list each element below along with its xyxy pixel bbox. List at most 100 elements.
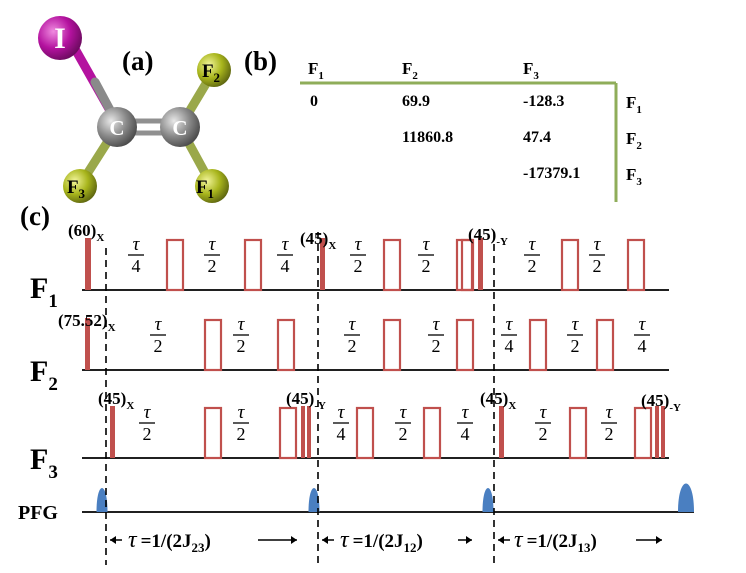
gradient-pulse — [308, 488, 320, 512]
pulse-angle-label: (75.52)X — [58, 311, 116, 334]
pi-pulse — [460, 238, 474, 292]
delay-fraction: τ2τ/2 — [204, 234, 220, 276]
delay-fraction: τ4τ/4 — [128, 234, 144, 276]
delay-numerator: τ — [144, 402, 152, 423]
delay-denominator: 2 — [528, 256, 537, 276]
pulse-angle-label: (45)-Y — [286, 389, 326, 412]
pulse-angle-label: (45)X — [300, 229, 336, 252]
delay-fraction: τ4τ/4 — [501, 314, 517, 356]
table-cell: 47.4 — [523, 129, 551, 146]
arrow-left-head — [498, 536, 504, 544]
channel-label: F1 — [30, 272, 58, 312]
arrow-right-head — [291, 536, 297, 544]
pi-pulse — [422, 406, 442, 460]
delay-numerator: τ — [338, 402, 346, 423]
delay-denominator: 2 — [432, 336, 441, 356]
table-cell: -128.3 — [523, 93, 564, 110]
pi-pulse — [560, 238, 580, 292]
rotation-pulse — [655, 406, 659, 458]
delay-fraction: τ2τ/2 — [233, 314, 249, 356]
delay-denominator: 2 — [154, 336, 163, 356]
table-cell: 69.9 — [402, 93, 430, 110]
delay-numerator: τ — [639, 314, 647, 335]
rotation-pulse — [110, 406, 115, 458]
pi-pulse — [455, 238, 475, 292]
pi-pulse — [243, 238, 263, 292]
pi-pulse — [382, 318, 402, 372]
delay-numerator: τ — [209, 234, 217, 255]
arrow-right-head — [656, 536, 662, 544]
delay-denominator: 2 — [422, 256, 431, 276]
table-row-header: F2 — [626, 129, 642, 152]
table-col-header: F3 — [523, 59, 539, 82]
delay-denominator: 4 — [132, 256, 141, 276]
pi-pulse — [528, 318, 548, 372]
delay-denominator: 4 — [281, 256, 290, 276]
arrow-left-head — [110, 536, 116, 544]
delay-fraction: τ2τ/2 — [418, 234, 434, 276]
delay-denominator: 2 — [399, 424, 408, 444]
fluorine-atom-3 — [63, 169, 97, 203]
delay-fraction: τ2τ/2 — [567, 314, 583, 356]
panel-label-c: (c) — [20, 201, 50, 231]
pulse-angle-label: (45)X — [98, 389, 134, 412]
delay-numerator: τ — [133, 234, 141, 255]
delay-fraction: τ2τ/2 — [344, 314, 360, 356]
delay-fraction: τ2τ/2 — [428, 314, 444, 356]
delay-denominator: 4 — [638, 336, 647, 356]
delay-denominator: 2 — [593, 256, 602, 276]
period-label: τ=1/(2J13) — [514, 527, 597, 555]
panel-label-a: (a) — [122, 46, 153, 76]
rotation-pulse — [307, 406, 311, 458]
delay-fraction: τ2τ/2 — [150, 314, 166, 356]
iodine-atom — [38, 16, 82, 60]
rotation-pulse — [499, 406, 504, 458]
delay-numerator: τ — [433, 314, 441, 335]
channel-label: F2 — [30, 355, 58, 395]
period-annotation: τ=1/(2J12) — [322, 527, 472, 555]
table-cell: 11860.8 — [402, 129, 453, 146]
delay-numerator: τ — [238, 314, 246, 335]
pi-pulse — [595, 318, 615, 372]
carbon-atom-1 — [97, 107, 137, 147]
delay-numerator: τ — [572, 314, 580, 335]
arrow-left-head — [322, 536, 328, 544]
pi-pulse — [455, 318, 475, 372]
delay-fraction: τ2τ/2 — [350, 234, 366, 276]
table-cell: -17379.1 — [523, 165, 580, 182]
pi-pulse — [203, 406, 223, 460]
pi-pulse — [382, 238, 402, 292]
gradient-pulse — [678, 483, 694, 512]
rotation-pulse — [478, 238, 483, 290]
rotation-pulse — [661, 406, 665, 458]
delay-numerator: τ — [282, 234, 290, 255]
pi-pulse — [278, 406, 298, 460]
pulse-angle-label: (45)X — [480, 389, 516, 412]
atom-label-I: I — [54, 22, 66, 55]
delay-denominator: 4 — [461, 424, 470, 444]
delay-fraction: τ4τ/4 — [277, 234, 293, 276]
period-annotation: τ=1/(2J13) — [498, 527, 662, 555]
delay-denominator: 2 — [354, 256, 363, 276]
delay-denominator: 2 — [348, 336, 357, 356]
delay-fraction: τ2τ/2 — [139, 402, 155, 444]
delay-fraction: τ2τ/2 — [233, 402, 249, 444]
pi-pulse — [568, 406, 588, 460]
delay-denominator: 2 — [143, 424, 152, 444]
pulse-angle-label: (60)X — [68, 221, 104, 244]
delay-denominator: 2 — [539, 424, 548, 444]
delay-numerator: τ — [529, 234, 537, 255]
delay-fraction: τ4τ/4 — [333, 402, 349, 444]
panel-label-b: (b) — [244, 46, 277, 76]
pulse-angle-label: (45)-Y — [468, 225, 508, 248]
table-cell: 0 — [310, 93, 318, 110]
delay-fraction: τ2τ/2 — [535, 402, 551, 444]
delay-denominator: 2 — [237, 424, 246, 444]
table-col-header: F1 — [308, 59, 324, 82]
rotation-pulse — [85, 238, 91, 290]
delay-denominator: 2 — [605, 424, 614, 444]
gradient-pulse — [482, 488, 494, 512]
delay-numerator: τ — [423, 234, 431, 255]
